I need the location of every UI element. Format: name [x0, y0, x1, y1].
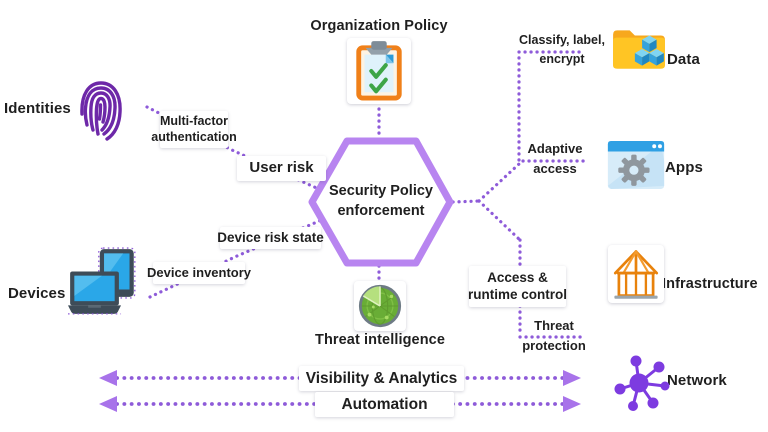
visibility-analytics-label: Visibility & Analytics — [305, 369, 458, 387]
clipboard-checklist-icon — [347, 38, 411, 104]
device-inventory-label: Device inventory — [146, 264, 252, 280]
visibility-right-arrowhead — [563, 370, 581, 386]
threat-protection-label: Threat protection — [504, 316, 604, 356]
mfa-line1: Multi-factor — [159, 113, 229, 128]
device-risk-state-label: Device risk state — [217, 229, 324, 245]
classify-line1: Classify, label, — [519, 33, 605, 47]
identities-label: Identities — [4, 100, 71, 117]
laptop-tablet-icon — [68, 246, 138, 321]
visibility-left-arrowhead — [99, 370, 117, 386]
threat-protection-line1: Threat — [534, 318, 574, 333]
classify-label-encrypt-label: Classify, label, encrypt — [512, 31, 612, 69]
visibility-analytics-box: Visibility & Analytics — [299, 366, 464, 391]
access-runtime-box: Access & runtime control — [468, 266, 568, 307]
organization-policy-label: Organization Policy — [310, 18, 448, 34]
radar-globe-icon — [354, 281, 406, 331]
devices-connector-line — [148, 217, 326, 299]
data-label: Data — [667, 51, 700, 68]
fingerprint-icon — [76, 78, 126, 149]
automation-left-arrowhead — [99, 396, 117, 412]
device-inventory-box: Device inventory — [147, 262, 251, 284]
folder-cubes-icon — [610, 24, 668, 79]
automation-box: Automation — [315, 392, 454, 417]
network-nodes-icon — [614, 352, 670, 417]
adaptive-line1: Adaptive — [527, 141, 583, 156]
branch-down-line — [477, 199, 522, 242]
automation-label: Automation — [341, 395, 428, 413]
security-policy-hexagon — [308, 137, 454, 267]
access-runtime-line1: Access & — [487, 269, 548, 285]
hexagon-title-line2: enforcement — [337, 203, 425, 220]
apps-label: Apps — [665, 159, 703, 176]
device-risk-state-box: Device risk state — [217, 227, 324, 249]
user-risk-box: User risk — [237, 156, 326, 181]
user-risk-label: User risk — [249, 159, 314, 177]
mfa-line2: authentication — [151, 129, 237, 144]
classify-line2: encrypt — [539, 51, 585, 66]
network-label: Network — [667, 372, 727, 389]
automation-right-arrowhead — [563, 396, 581, 412]
adaptive-line2: access — [533, 161, 577, 177]
hex-right-stub-line — [451, 199, 481, 204]
adaptive-access-label: Adaptive access — [505, 139, 605, 179]
devices-label: Devices — [8, 285, 66, 302]
multi-factor-auth-box: Multi-factor authentication — [151, 111, 237, 148]
threat-intelligence-label: Threat intelligence — [314, 332, 445, 348]
hexagon-title-line1: Security Policy — [329, 183, 433, 199]
access-runtime-line2: runtime control — [468, 286, 568, 302]
house-frame-icon — [608, 245, 664, 303]
hexagon-title: Security Policy enforcement — [312, 181, 450, 222]
threat-protection-line2: protection — [522, 338, 586, 354]
app-window-gear-icon — [606, 140, 666, 195]
infrastructure-label: Infrastructure — [662, 276, 758, 292]
